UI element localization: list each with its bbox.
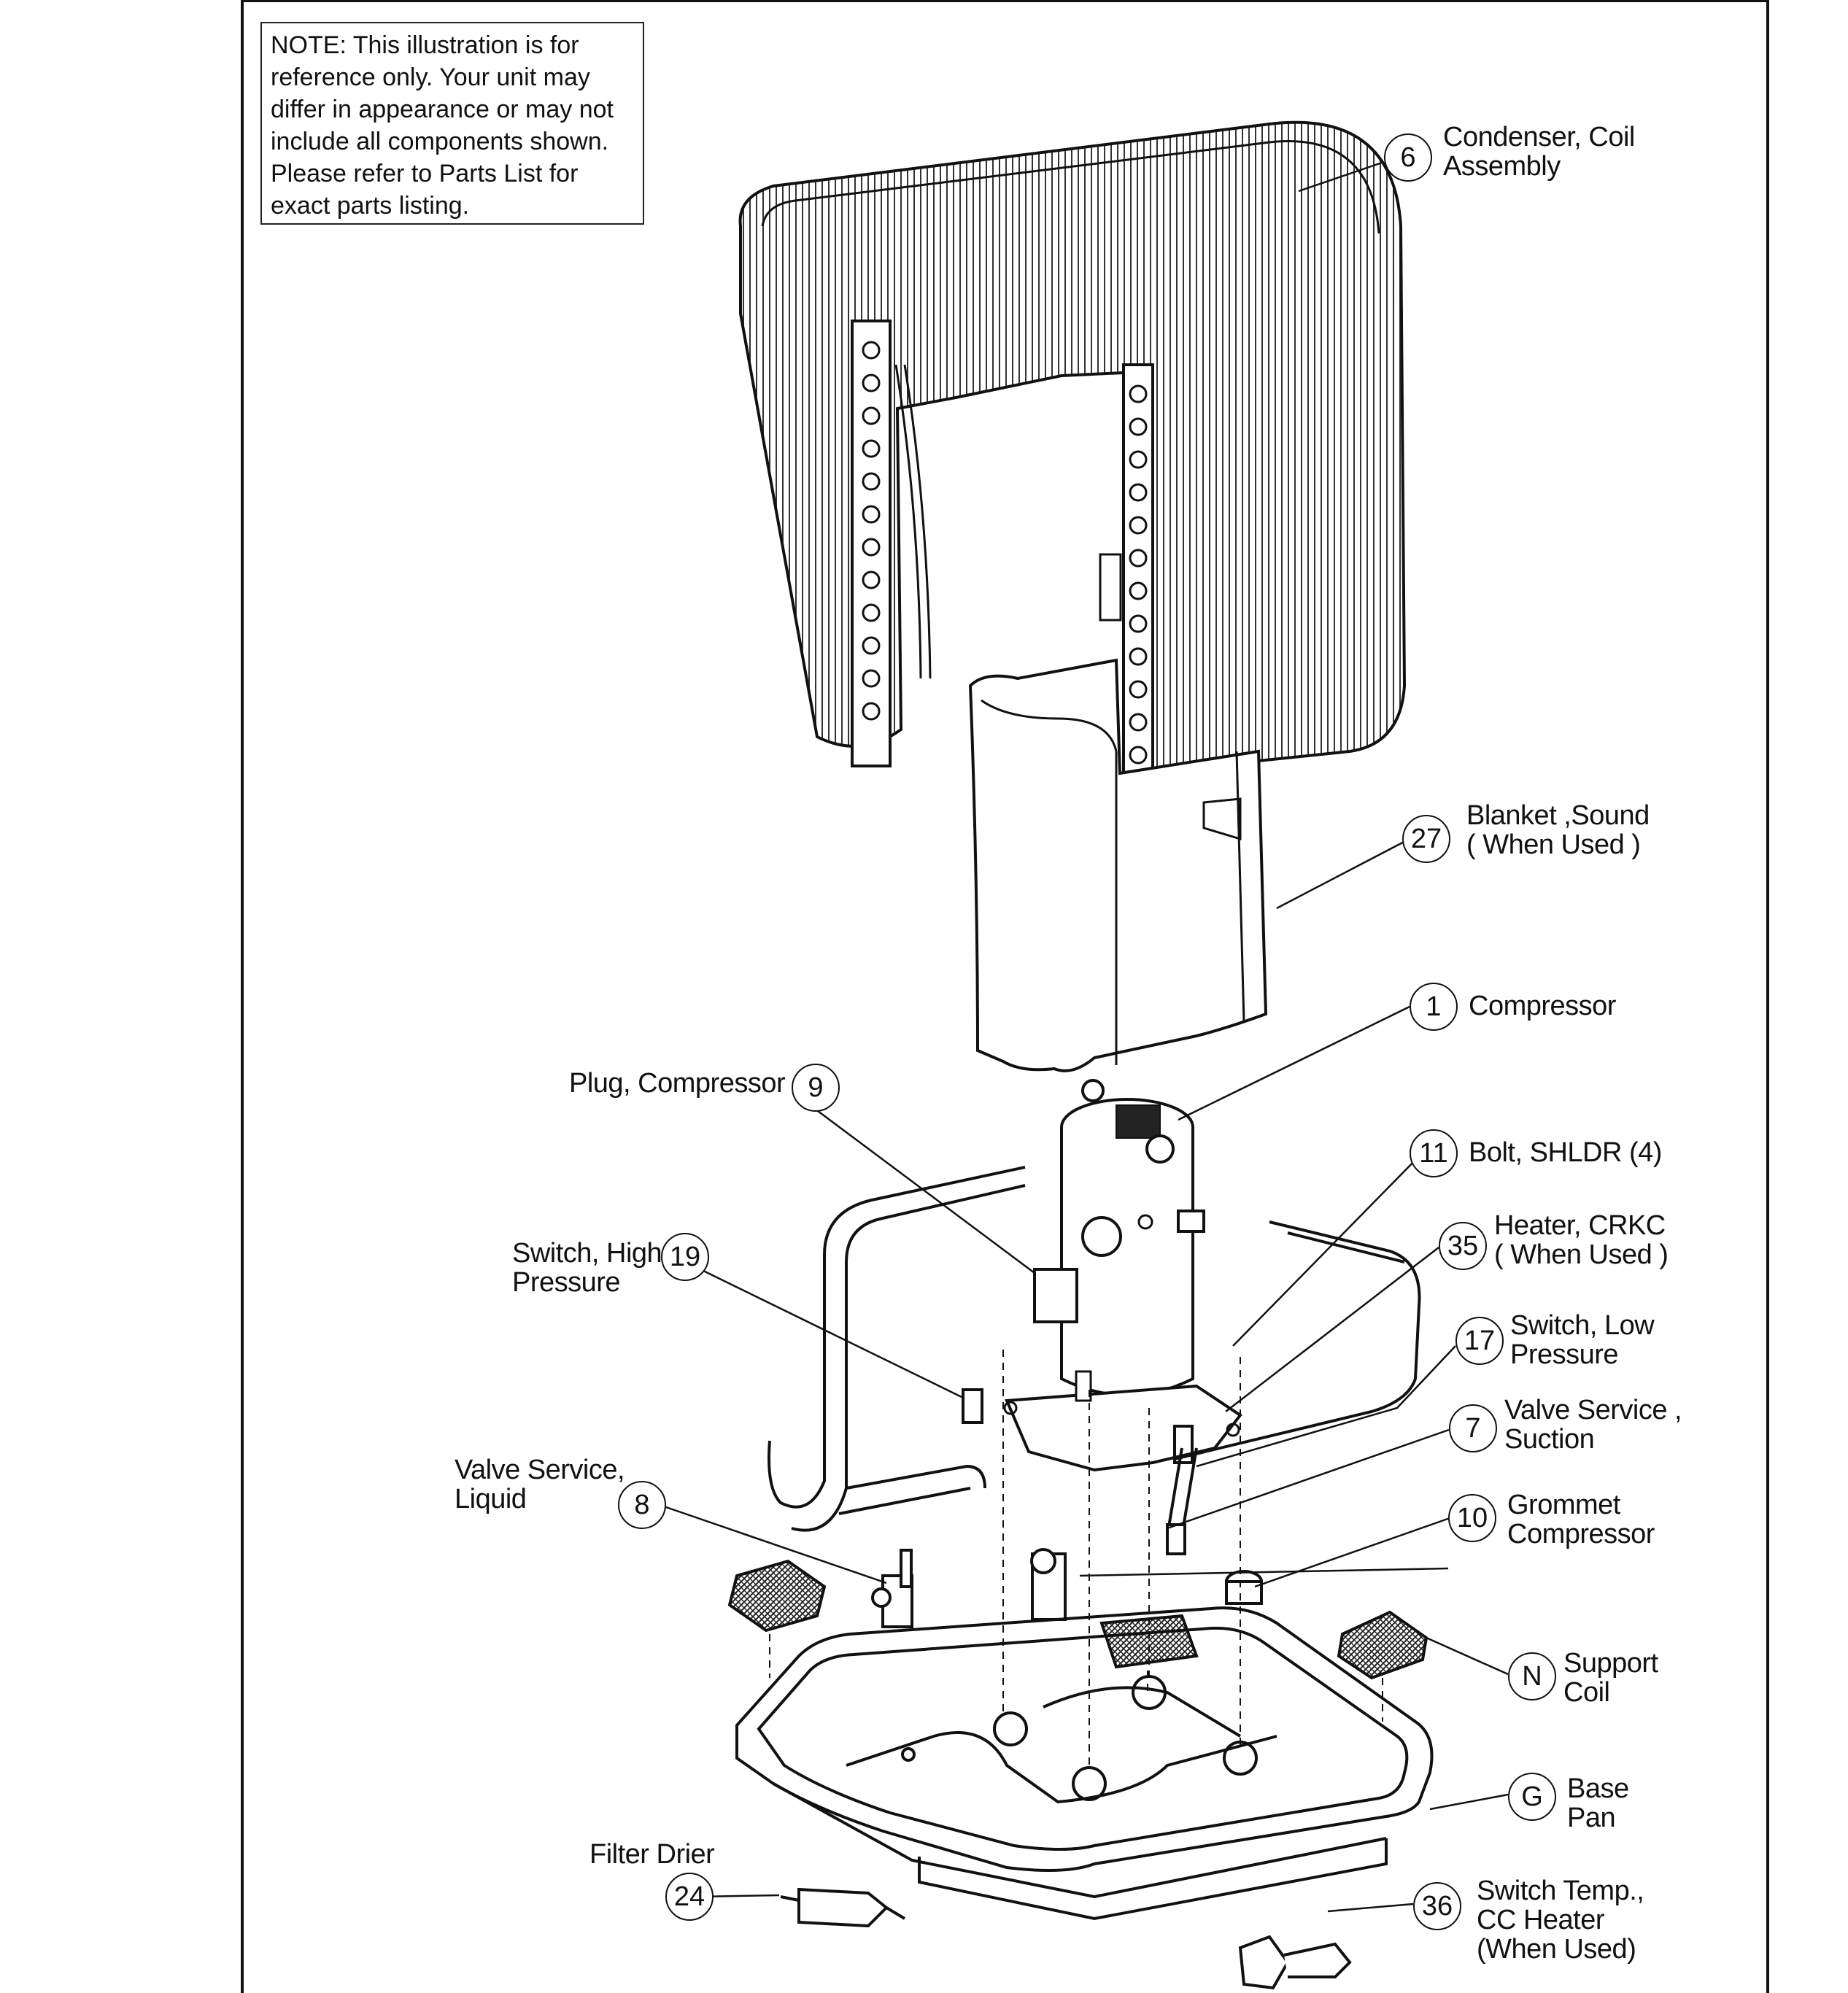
reference-note: NOTE: This illustration is for reference…: [260, 22, 644, 225]
filter-drier-drawing: [780, 1887, 906, 1928]
label-line: Blanket ,Sound: [1466, 800, 1650, 831]
switch-temp-drawing: [1238, 1935, 1352, 1990]
label-condenser-coil: Condenser, Coil Assembly: [1443, 123, 1635, 181]
label-switch-high-pressure: Switch, High Pressure: [512, 1239, 662, 1297]
label-line: Pan: [1567, 1803, 1616, 1833]
callout-11: 11: [1410, 1129, 1458, 1177]
label-line: Base: [1567, 1773, 1629, 1804]
label-filter-drier: Filter Drier: [589, 1839, 715, 1870]
label-line: Valve Service,: [455, 1455, 625, 1485]
label-line: Bolt, SHLDR (4): [1469, 1137, 1662, 1168]
callout-8: 8: [618, 1481, 666, 1529]
label-line: Pressure: [512, 1267, 621, 1298]
label-plug-compressor: Plug, Compressor: [569, 1068, 786, 1099]
label-switch-low-pressure: Switch, Low Pressure: [1510, 1310, 1655, 1370]
label-line: Filter Drier: [589, 1839, 715, 1870]
label-line: Pressure: [1510, 1339, 1619, 1370]
leader-lines: [663, 160, 1509, 1913]
drawing-frame: [241, 0, 1769, 1993]
label-line: Grommet: [1507, 1490, 1620, 1520]
sound-blanket-drawing: [968, 658, 1268, 1072]
base-pan-drawing: [735, 1606, 1434, 1921]
note-line: include all components shown.: [271, 128, 609, 155]
label-valve-service-liquid: Valve Service, Liquid: [455, 1455, 625, 1514]
callout-24: 24: [665, 1873, 714, 1921]
callout-10: 10: [1448, 1494, 1496, 1542]
callout-9: 9: [792, 1064, 840, 1112]
label-line: (When Used): [1477, 1934, 1636, 1965]
note-line: Please refer to Parts List for: [271, 160, 579, 187]
label-line: Switch, Low: [1510, 1310, 1655, 1341]
label-line: Compressor: [1507, 1519, 1655, 1549]
callout-36: 36: [1413, 1882, 1461, 1930]
label-line: CC Heater: [1477, 1905, 1605, 1935]
label-line: Support: [1563, 1648, 1658, 1679]
assembly-guide-lines: [769, 1350, 1383, 1765]
label-support-coil: Support Coil: [1563, 1649, 1658, 1707]
label-grommet-compressor: Grommet Compressor: [1507, 1490, 1655, 1549]
note-line: reference only. Your unit may: [271, 63, 590, 91]
label-line: Suction: [1504, 1424, 1595, 1455]
refrigerant-tubing-drawing: [768, 1166, 1421, 1536]
label-line: Compressor: [1469, 991, 1616, 1021]
label-valve-service-suction: Valve Service , Suction: [1504, 1396, 1682, 1454]
support-coil-drawing: [727, 1559, 1428, 1680]
label-line: Assembly: [1443, 151, 1561, 182]
label-heater-crkc: Heater, CRKC ( When Used ): [1494, 1210, 1669, 1270]
callout-27: 27: [1402, 815, 1450, 863]
label-line: Switch, High: [512, 1238, 662, 1269]
label-line: Liquid: [455, 1484, 527, 1514]
label-line: Plug, Compressor: [569, 1068, 786, 1099]
note-line: NOTE: This illustration is for: [271, 31, 579, 59]
callout-19: 19: [661, 1233, 709, 1281]
callout-G: G: [1508, 1773, 1556, 1821]
callout-N: N: [1508, 1652, 1556, 1700]
label-sound-blanket: Blanket ,Sound ( When Used ): [1466, 801, 1650, 859]
label-compressor: Compressor: [1469, 991, 1616, 1021]
callout-7: 7: [1449, 1404, 1497, 1452]
condenser-coil-drawing: [738, 120, 1407, 797]
compressor-drawing: [1003, 1079, 1242, 1472]
label-line: Condenser, Coil: [1443, 122, 1635, 152]
label-line: Coil: [1563, 1677, 1610, 1708]
callout-1: 1: [1410, 983, 1458, 1031]
label-switch-temp-cc-heater: Switch Temp., CC Heater (When Used): [1477, 1876, 1644, 1964]
callout-6: 6: [1384, 133, 1432, 182]
label-line: Valve Service ,: [1504, 1395, 1682, 1425]
callout-17: 17: [1455, 1317, 1504, 1365]
label-line: Switch Temp.,: [1477, 1876, 1644, 1906]
label-line: ( When Used ): [1494, 1239, 1669, 1270]
note-line: differ in appearance or may not: [271, 96, 614, 123]
service-valves-drawing: [871, 1523, 1263, 1628]
callout-35: 35: [1439, 1222, 1487, 1270]
label-line: Heater, CRKC: [1494, 1210, 1666, 1241]
label-bolt-shldr: Bolt, SHLDR (4): [1469, 1138, 1662, 1167]
note-line: exact parts listing.: [271, 192, 470, 220]
label-base-pan: Base Pan: [1567, 1774, 1629, 1833]
label-line: ( When Used ): [1466, 829, 1641, 860]
